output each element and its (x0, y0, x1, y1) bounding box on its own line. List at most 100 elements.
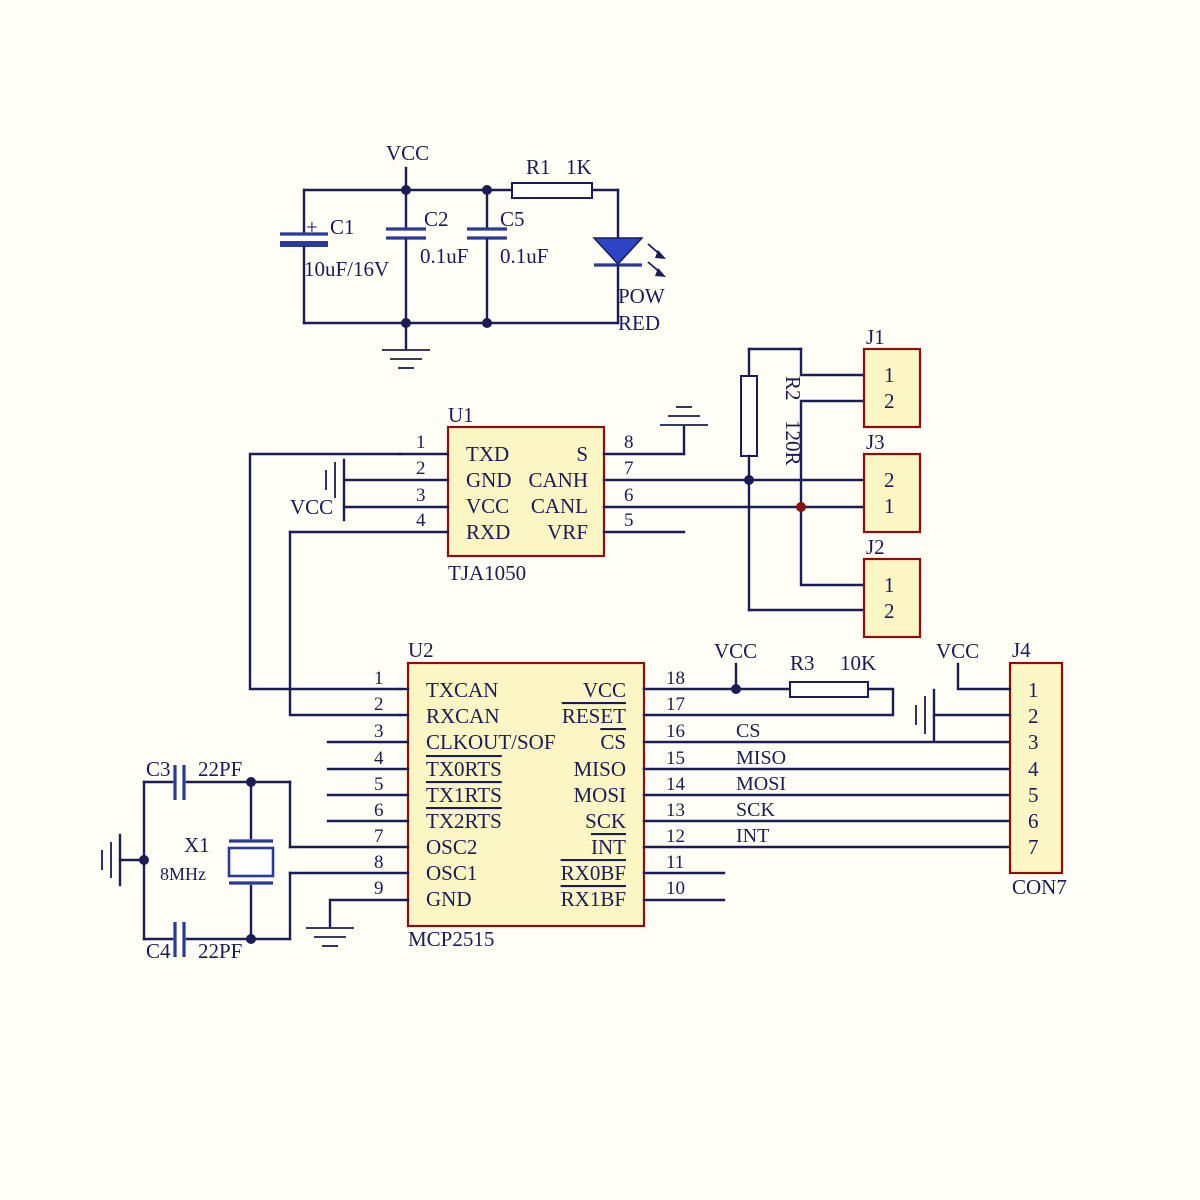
x1-name: X1 (184, 833, 210, 857)
j3-pin: 2 (884, 468, 895, 492)
u2-pin9-lead (328, 898, 410, 928)
c2-value: 0.1uF (420, 244, 468, 268)
can-bus-section: R2 120R J1 1 2 J3 2 1 J2 1 2 (740, 325, 922, 639)
r1-value: 1K (566, 155, 592, 179)
r1-name: R1 (526, 155, 551, 179)
u1-pin-number: 3 (416, 485, 426, 506)
x1-value: 8MHz (160, 864, 206, 884)
u1-body (446, 425, 606, 558)
junction-dot (482, 185, 492, 195)
u2-pin-number: 14 (666, 774, 686, 795)
u2-pin-name: OSC1 (426, 861, 477, 885)
c1-name: C1 (330, 215, 355, 239)
c1-polarity: + (306, 215, 318, 239)
j1-pin1-wire (799, 347, 866, 377)
j4-name: J4 (1012, 638, 1031, 662)
u2-pin-name: SCK (585, 809, 626, 833)
u2-pin-name: VCC (583, 678, 626, 702)
u2-pin-name: RX1BF (561, 887, 626, 911)
u1-pin-name: CANH (528, 468, 588, 492)
c4-value: 22PF (198, 939, 242, 963)
j2-header (862, 557, 922, 639)
j4-vcc-label: VCC (936, 639, 979, 663)
c2-name: C2 (424, 207, 449, 231)
junction-dot (744, 475, 754, 485)
u2-pin-name: TX0RTS (426, 757, 502, 781)
j4-pin: 2 (1028, 704, 1039, 728)
u2-part: MCP2515 (408, 927, 494, 951)
signal-label: INT (736, 825, 769, 847)
r1-resistor (511, 182, 593, 199)
u2-pin-number: 9 (374, 878, 384, 899)
u2-pin-number: 5 (374, 774, 384, 795)
j4-part: CON7 (1012, 875, 1067, 899)
u2-pin-number: 6 (374, 800, 384, 821)
c5-name: C5 (500, 207, 525, 231)
junction-dot (246, 934, 256, 944)
u2-pin-name: RX0BF (561, 861, 626, 885)
u2-pin-number: 16 (666, 721, 685, 742)
u2-pin-number: 7 (374, 826, 384, 847)
j1-name: J1 (866, 325, 885, 349)
r3-value: 10K (840, 651, 876, 675)
c1-value: 10uF/16V (304, 257, 389, 281)
j3-name: J3 (866, 430, 885, 454)
u1-pin-name: VCC (466, 494, 509, 518)
j1-pin: 2 (884, 389, 895, 413)
j4-pin: 7 (1028, 835, 1039, 859)
power-section: VCC + C1 10uF/16V C2 0.1uF C5 0.1uF (280, 141, 666, 369)
signal-label: SCK (736, 799, 775, 821)
u2-pin-name: RESET (562, 704, 626, 728)
u2-pin-number: 12 (666, 826, 685, 847)
u1-pin-number: 8 (624, 432, 634, 453)
u1-pin-name: TXD (466, 442, 509, 466)
u2-pin-number: 8 (374, 852, 384, 873)
u1-pin-name: RXD (466, 520, 510, 544)
canl-bus-wire (799, 399, 866, 587)
u2-pin-name: MISO (573, 757, 626, 781)
u2-pin-number: 11 (666, 852, 684, 873)
r2-resistor (740, 375, 758, 457)
r3-section: VCC R3 10K (714, 639, 876, 698)
led-icon (592, 237, 644, 266)
j1-pin: 1 (884, 363, 895, 387)
u2-controller: U2 MCP2515 1 2 3 4 5 6 7 8 9 TXCAN RXCAN… (288, 638, 1012, 951)
u2-pin-number: 2 (374, 694, 384, 715)
j4-pin: 5 (1028, 783, 1039, 807)
u1-pin-number: 7 (624, 458, 634, 479)
signal-label: MISO (736, 747, 786, 769)
u1-pin-name: S (576, 442, 588, 466)
j3-pin: 1 (884, 494, 895, 518)
c4-name: C4 (146, 939, 171, 963)
u2-pin-name: TXCAN (426, 678, 498, 702)
r3-resistor (789, 681, 869, 698)
signal-label: MOSI (736, 773, 786, 795)
j1-header (862, 347, 922, 429)
j4-pin: 3 (1028, 730, 1039, 754)
u2-pin-name: INT (591, 835, 626, 859)
u2-pin-name: RXCAN (426, 704, 500, 728)
u1-vcc-label: VCC (290, 495, 333, 519)
j4-pin: 6 (1028, 809, 1039, 833)
r2-name: R2 (781, 376, 805, 401)
rxcan-wire (288, 530, 402, 717)
u2-pin-name: CLKOUT/SOF (426, 730, 556, 754)
j4-vcc-wire (956, 662, 1012, 691)
junction-dot (401, 185, 411, 195)
led-emission-arrowhead-1 (655, 250, 666, 259)
c5-value: 0.1uF (500, 244, 548, 268)
crystal-icon (227, 846, 275, 878)
junction-dot (401, 318, 411, 328)
led-name: POW (618, 284, 665, 308)
u2-pin17-lead (642, 687, 895, 717)
u1-ref: U1 (448, 403, 474, 427)
junction-dot (139, 855, 149, 865)
u1-pin-number: 2 (416, 458, 426, 479)
u2-pin-number: 15 (666, 748, 685, 769)
crystal-section: C3 22PF C4 22PF X1 8MHz (101, 757, 292, 963)
led-emission-arrowhead-2 (655, 268, 666, 277)
junction-dot (482, 318, 492, 328)
r3-name: R3 (790, 651, 815, 675)
u2-pin-name: CS (600, 730, 626, 754)
